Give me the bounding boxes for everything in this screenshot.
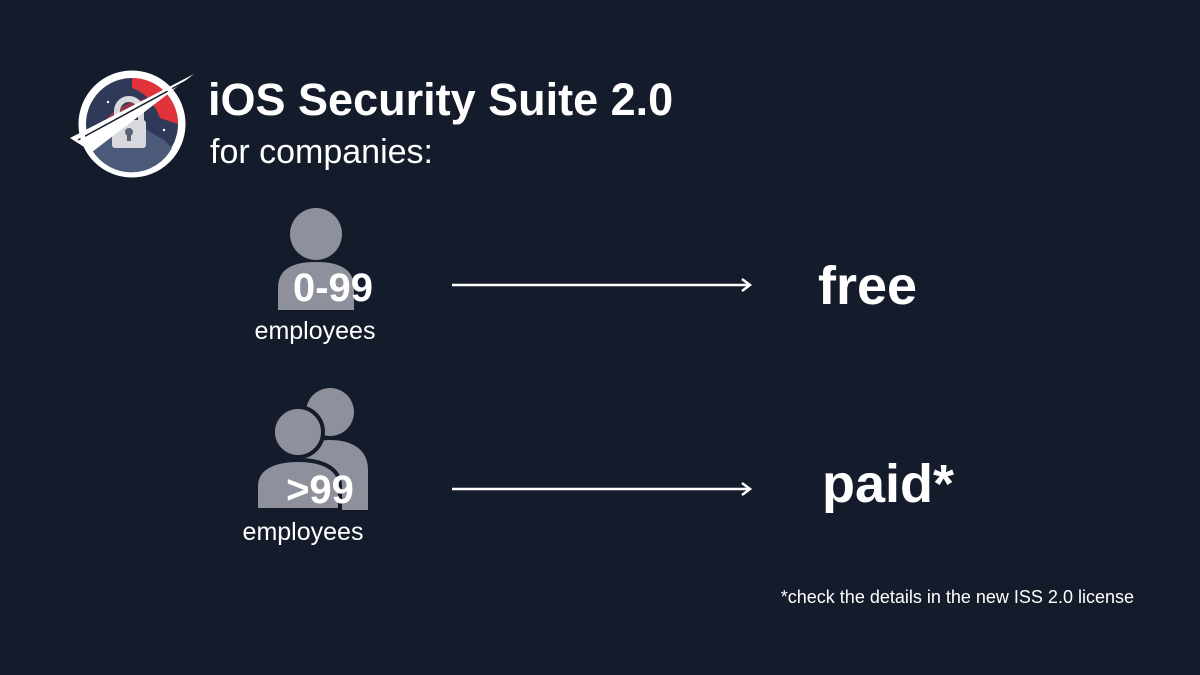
license-footnote: *check the details in the new ISS 2.0 li… <box>780 587 1134 607</box>
tier-range: 0-99 <box>292 266 374 310</box>
arrow-right-icon <box>452 482 753 496</box>
tier-price: free <box>818 256 918 316</box>
tier-price: paid* <box>822 454 955 514</box>
arrow-right-icon <box>452 278 753 292</box>
person-icon <box>278 208 354 310</box>
page-title: iOS Security Suite 2.0 <box>208 74 674 125</box>
tier-unit: employees <box>242 518 364 546</box>
people-icon <box>256 388 368 510</box>
page-subtitle: for companies: <box>210 133 433 171</box>
tier-range: >99 <box>286 468 354 512</box>
tier-unit: employees <box>254 317 376 345</box>
iss-logo-icon <box>70 70 194 178</box>
